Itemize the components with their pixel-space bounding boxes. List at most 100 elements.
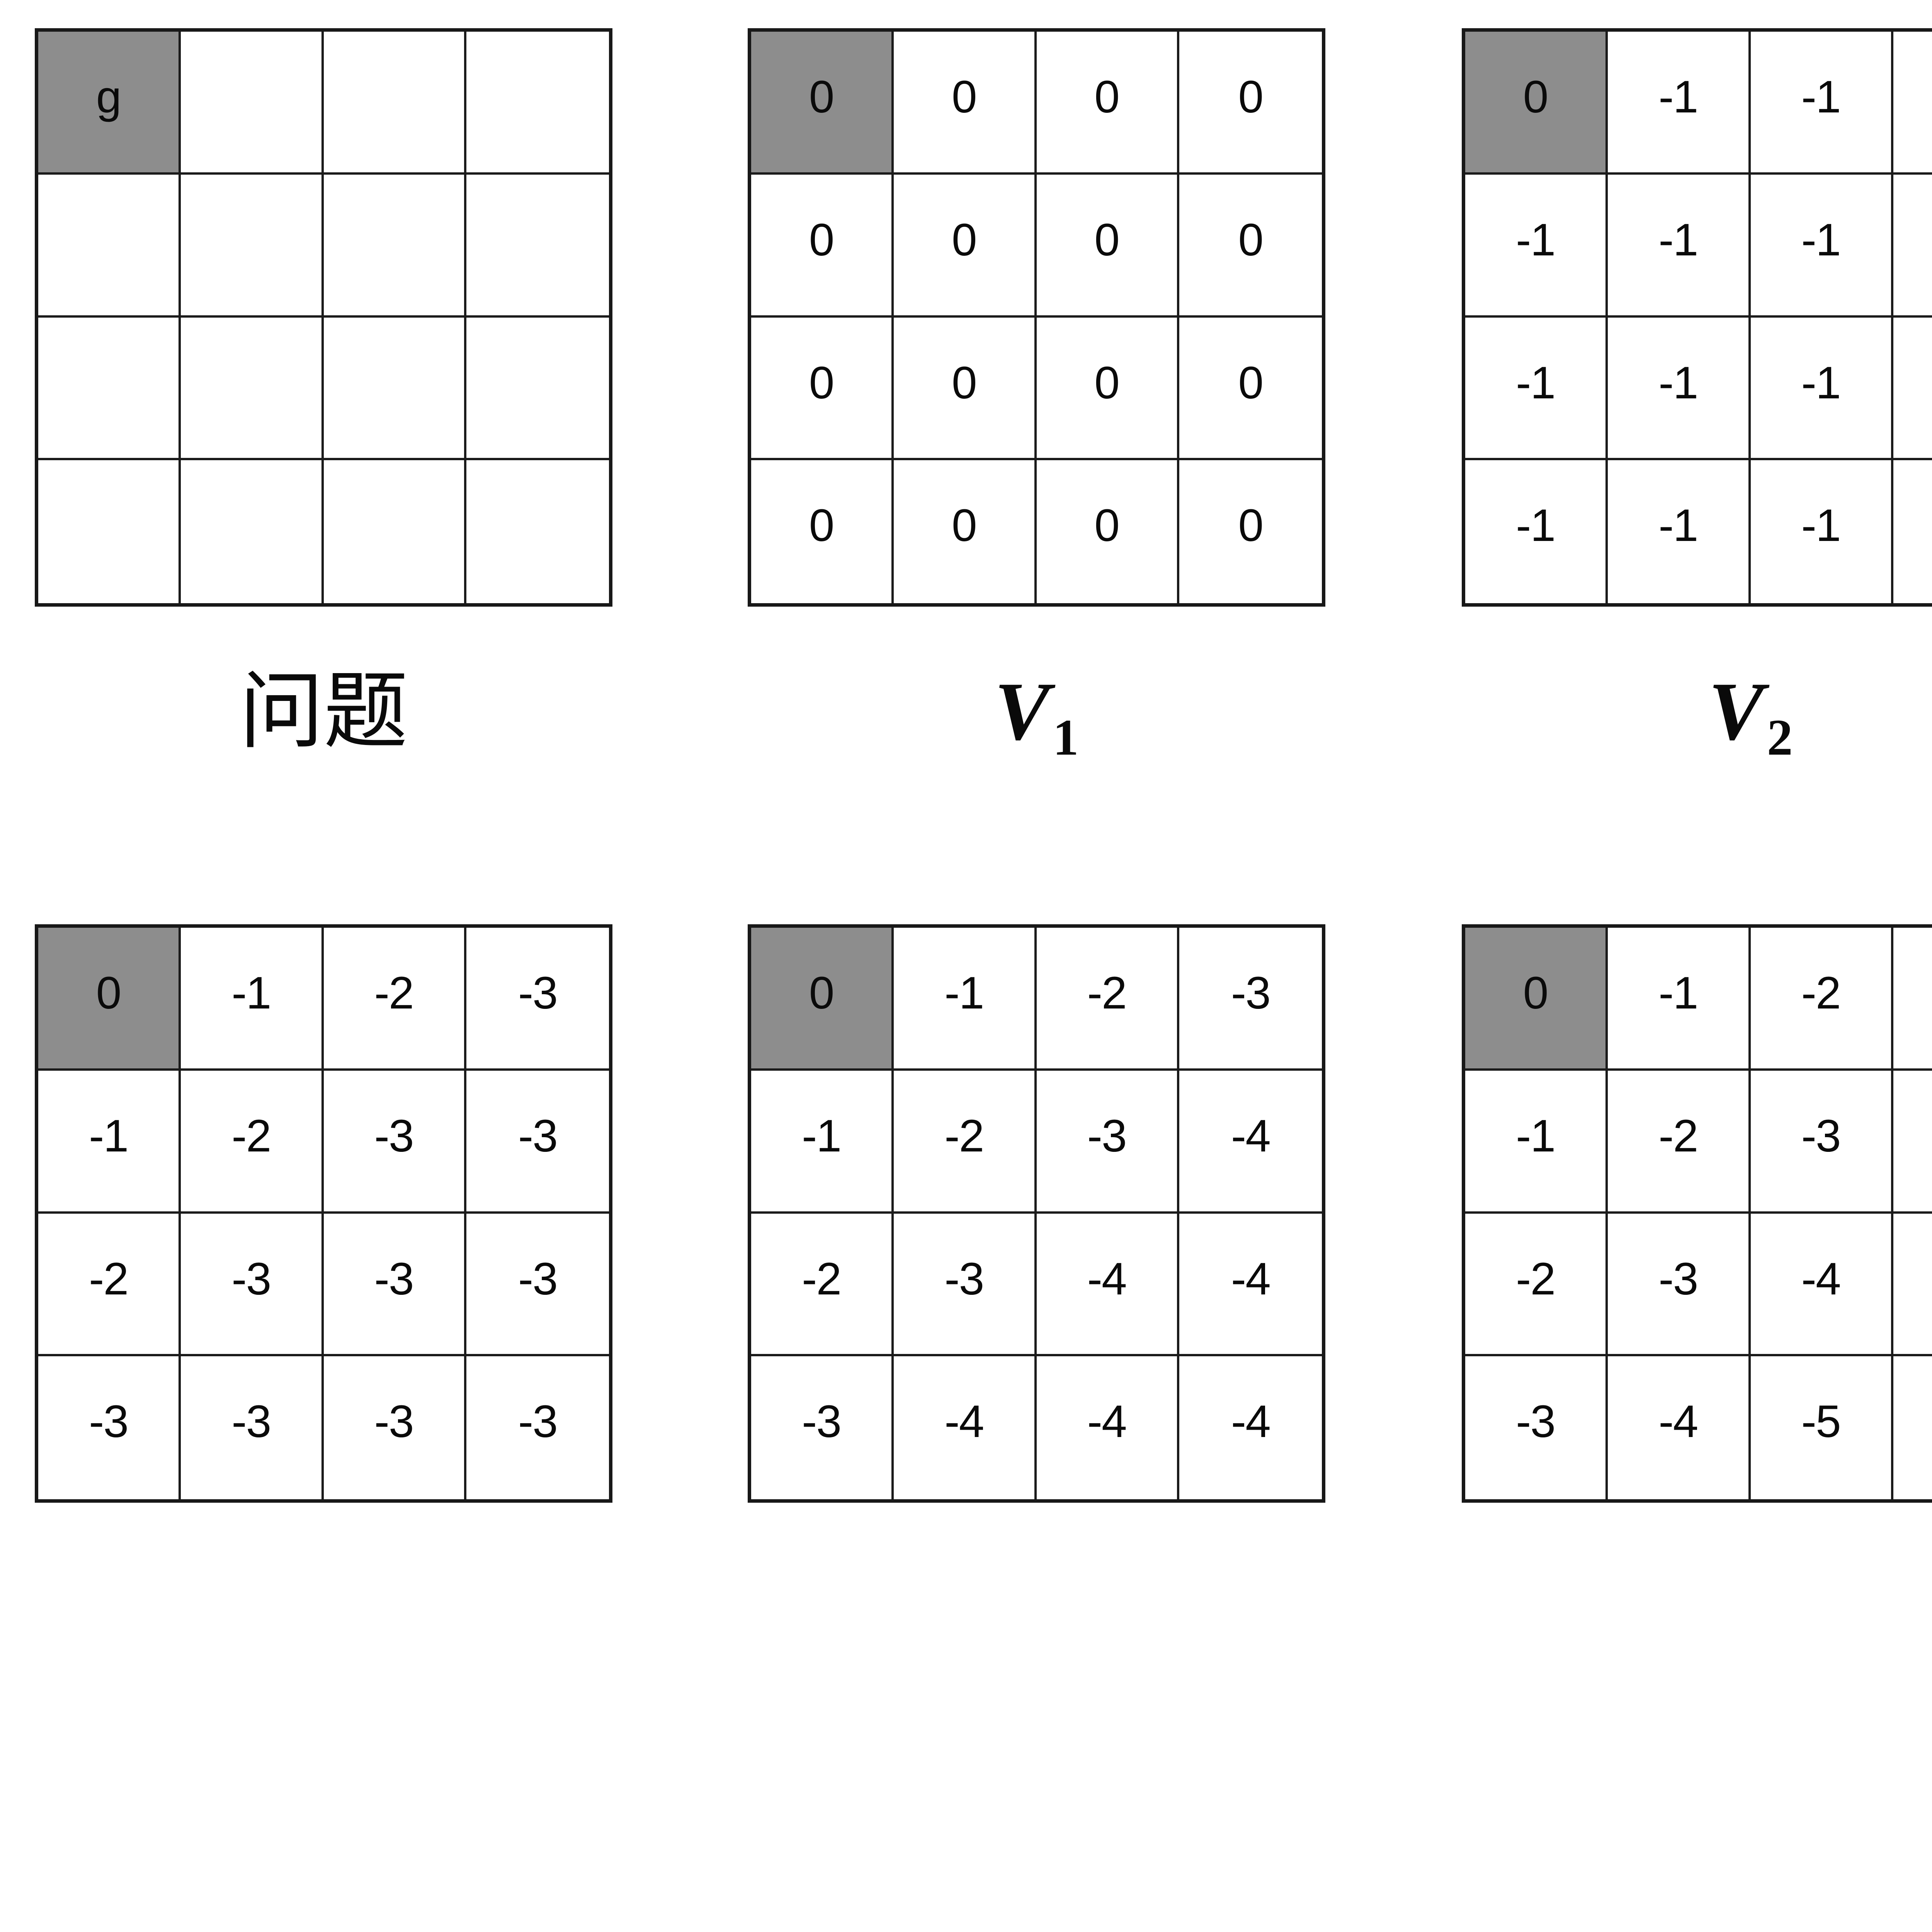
value-grid: 0-1-2-3-1-2-3-4-2-3-4-5-3-4-5-5 [1462,924,1932,1503]
cell-value: -1 [1658,71,1698,122]
cell-value: -1 [1516,214,1556,265]
cell-value: -4 [1087,1396,1127,1447]
grid-block-v6: 0-1-2-3-1-2-3-4-2-3-4-5-3-4-5-5 V6 [1462,924,1932,1503]
cell-value: -2 [89,1253,129,1304]
grid-cell: -1 [1465,460,1608,603]
cell-value: -3 [374,1396,414,1447]
cell-value: 0 [1523,71,1549,122]
grid-cell: -3 [323,1070,466,1214]
grid-cell: -1 [1608,460,1751,603]
grid-cell: -4 [1893,1070,1932,1214]
grid-cell: -1 [894,928,1037,1071]
grid-cell: -2 [1036,928,1179,1071]
cell-value: -1 [1801,357,1841,408]
grid-cell [38,460,181,603]
grid-cell: -4 [894,1356,1037,1499]
grid-block-v2: 0-1-1-1-1-1-1-1-1-1-1-1-1-1-1-1 V2 [1462,28,1932,763]
grid-cell: -1 [1893,460,1932,603]
cell-value: 0 [952,500,977,551]
cell-value: -1 [1516,1110,1556,1162]
cell-value: -2 [1516,1253,1556,1304]
cell-value: -3 [1087,1110,1127,1162]
cell-value: 0 [809,357,835,408]
cell-value: 0 [952,71,977,122]
grid-cell: -3 [466,1356,609,1499]
grid-cell [323,32,466,175]
grid-cell [466,174,609,318]
cell-value: -1 [1801,500,1841,551]
grid-cell: -1 [1750,174,1893,318]
grid-cell: 0 [1179,460,1322,603]
grid-cell: 0 [894,174,1037,318]
grid-block-v5: 0-1-2-3-1-2-3-4-2-3-4-4-3-4-4-4 V5 [748,924,1325,1503]
grid-cell: 0 [1179,317,1322,461]
cell-value: 0 [1238,214,1264,265]
grid-cell-terminal: 0 [38,928,181,1071]
grid-cell: -1 [1608,317,1751,461]
grid-cell: -1 [1465,1070,1608,1214]
cell-value: -3 [374,1110,414,1162]
grid-cell: -2 [894,1070,1037,1214]
cell-value: -3 [518,1396,558,1447]
grid-cell: -1 [751,1070,894,1214]
grid-cell-terminal: 0 [751,32,894,175]
grid-cell: -3 [1608,1213,1751,1357]
cell-value: -3 [802,1396,842,1447]
cell-value: -3 [231,1253,271,1304]
cell-value: -3 [944,1253,984,1304]
cell-value: -4 [1231,1110,1271,1162]
cell-value: -1 [89,1110,129,1162]
grid-cell: -1 [1608,174,1751,318]
grid-cell: -3 [466,1070,609,1214]
grid-cell: -1 [1465,174,1608,318]
cell-value: -4 [1231,1253,1271,1304]
cell-value: 0 [1523,968,1549,1019]
grid-cell: 0 [751,317,894,461]
grid-cell: -2 [38,1213,181,1357]
grid-cell: -3 [1036,1070,1179,1214]
cell-value: 0 [809,500,835,551]
grid-cell: -4 [1179,1213,1322,1357]
cell-value: -1 [1516,500,1556,551]
cell-value: 0 [1094,71,1120,122]
grid-cell: -1 [1750,460,1893,603]
grid-cell-terminal: 0 [1465,32,1608,175]
grid-block-v4: 0-1-2-3-1-2-3-3-2-3-3-3-3-3-3-3 V4 [35,924,612,1503]
grid-cell [181,174,324,318]
grid-cell: -1 [181,928,324,1071]
caption-symbol: V [1708,665,1764,757]
grid-cell: -1 [1893,174,1932,318]
cell-value: -3 [1801,1110,1841,1162]
cell-value: -3 [518,1253,558,1304]
grid-cell: 0 [894,32,1037,175]
caption-subscript: 1 [1053,708,1079,766]
grid-cell: -3 [38,1356,181,1499]
cell-value: -1 [1801,71,1841,122]
cell-value: -2 [802,1253,842,1304]
grid-cell [181,317,324,461]
grid-cell: 0 [1036,460,1179,603]
grid-cell: -1 [1608,928,1751,1071]
grid-cell [38,317,181,461]
cell-value: -3 [231,1396,271,1447]
grid-cell: 0 [1179,174,1322,318]
cell-value: 0 [1238,357,1264,408]
grid-cell: -2 [751,1213,894,1357]
cell-value: -3 [518,1110,558,1162]
grid-cell: 0 [1179,32,1322,175]
grid-caption-v1: V1 [748,670,1325,763]
grid-cell: -2 [181,1070,324,1214]
grid-cell: 0 [894,317,1037,461]
grid-cell: -2 [1465,1213,1608,1357]
grid-cell: -2 [1750,928,1893,1071]
grid-cell [466,317,609,461]
value-grid: g [35,28,612,607]
grid-cell: -1 [1750,317,1893,461]
grid-cell: -1 [38,1070,181,1214]
grid-cell [323,317,466,461]
grid-cell: -3 [1465,1356,1608,1499]
cell-value: -1 [1801,214,1841,265]
grid-cell: -4 [1750,1213,1893,1357]
grid-cell: -4 [1179,1070,1322,1214]
